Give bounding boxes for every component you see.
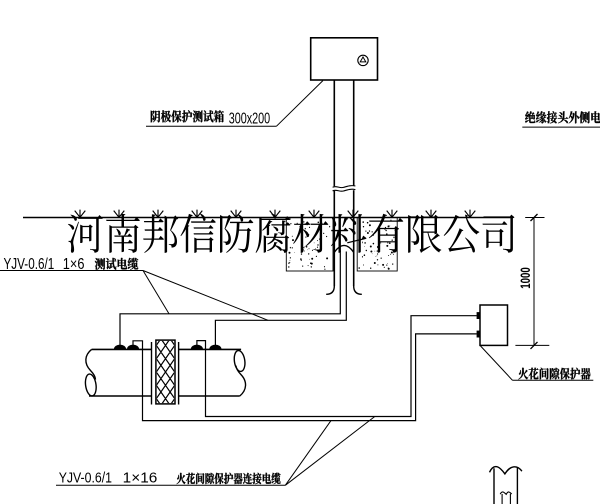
svg-text:1×16: 1×16 [123,470,158,487]
svg-text:300x200: 300x200 [229,110,271,127]
svg-text:1000: 1000 [518,267,533,289]
svg-text:1×6: 1×6 [63,256,85,273]
svg-text:YJV-0.6/1: YJV-0.6/1 [59,470,112,487]
svg-text:YJV-0.6/1: YJV-0.6/1 [4,256,55,273]
